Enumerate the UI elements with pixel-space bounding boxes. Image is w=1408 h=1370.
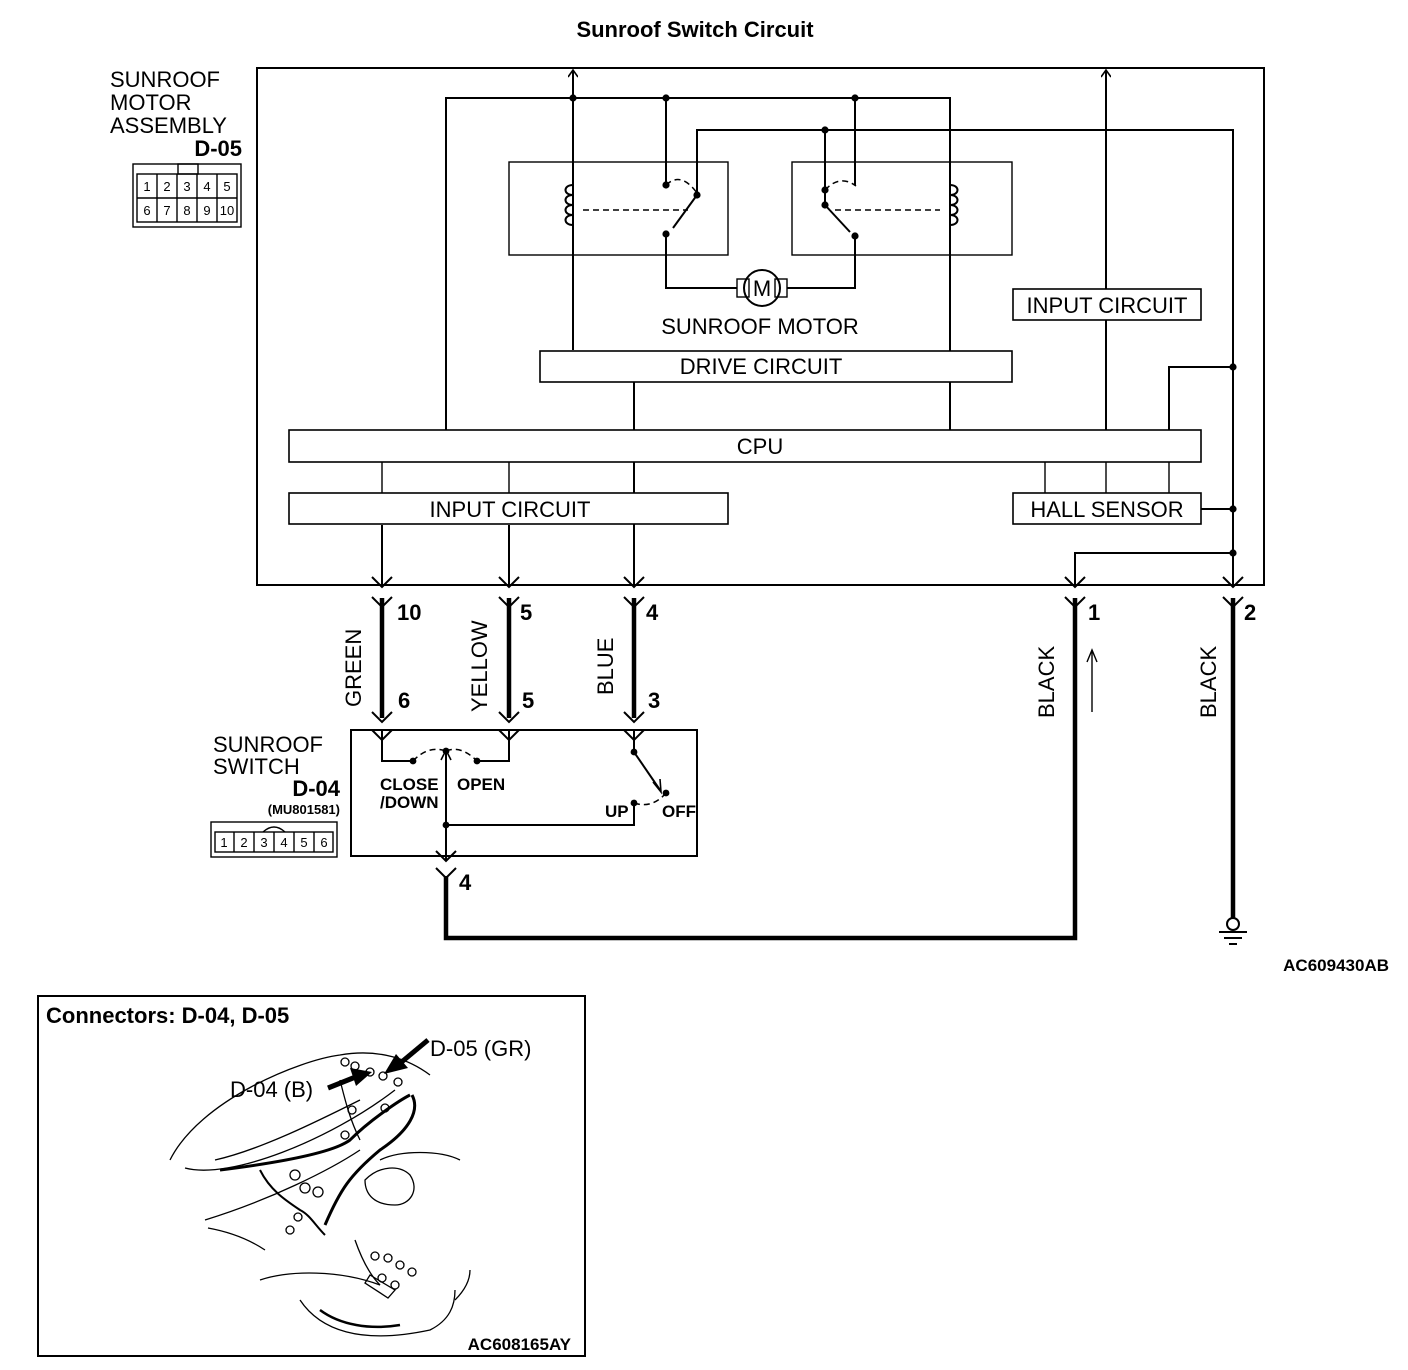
- d05-pin-3: 3: [183, 179, 190, 194]
- wire-color-black-1: BLACK: [1034, 646, 1059, 718]
- d04-pin-2: 2: [240, 835, 247, 850]
- left-relay: [508, 161, 729, 256]
- inset-label-d04: D-04 (B): [230, 1077, 313, 1102]
- hall-sensor-block: HALL SENSOR: [1012, 492, 1202, 525]
- ground-icon: [1219, 917, 1247, 945]
- switch-pin-6: 6: [398, 688, 410, 713]
- motor-assembly-label: SUNROOF MOTOR ASSEMBLY D-05: [110, 67, 242, 161]
- switch-pos-close: CLOSE: [380, 775, 439, 794]
- cpu-block: CPU: [288, 429, 1202, 463]
- d05-pin-9: 9: [203, 203, 210, 218]
- inset-label-d05: D-05 (GR): [430, 1036, 531, 1061]
- connector-location-inset: [37, 995, 586, 1357]
- d05-pin-5: 5: [223, 179, 230, 194]
- connector-d05-label: D-05: [194, 136, 242, 161]
- svg-text:SUNROOF: SUNROOF: [213, 732, 323, 757]
- junction-dots: [569, 94, 1237, 557]
- wire-color-green: GREEN: [341, 629, 366, 707]
- assembly-pin-yellow: 5: [520, 600, 532, 625]
- d04-pointer-arrow: [327, 1068, 372, 1091]
- assembly-pin-green: 10: [397, 600, 421, 625]
- d05-pin-2: 2: [163, 179, 170, 194]
- d05-pin-8: 8: [183, 203, 190, 218]
- d04-pin-1: 1: [220, 835, 227, 850]
- d04-pin-4: 4: [280, 835, 287, 850]
- motor-assembly-box: [256, 67, 1265, 586]
- input-circuit-left-block: INPUT CIRCUIT: [288, 492, 729, 525]
- sunroof-switch-label: SUNROOF SWITCH D-04 (MU801581): [213, 732, 341, 817]
- d05-pin-10: 10: [220, 203, 234, 218]
- assembly-pin-black-2: 2: [1244, 600, 1256, 625]
- input-circuit-right-block: INPUT CIRCUIT: [1012, 288, 1202, 321]
- svg-text:HALL SENSOR: HALL SENSOR: [1030, 497, 1183, 522]
- switch-pin-3: 3: [648, 688, 660, 713]
- switch-pos-off: OFF: [662, 802, 696, 821]
- switch-internal-wiring: [381, 730, 670, 861]
- motor-symbol: M: [753, 276, 771, 301]
- assembly-pin-blue: 4: [646, 600, 659, 625]
- wire-color-yellow: YELLOW: [467, 620, 492, 712]
- d05-pin-4: 4: [203, 179, 210, 194]
- connector-d04-label: D-04: [292, 776, 340, 801]
- connector-d05-face: 1 2 3 4 5 6 7 8 9 10: [132, 163, 242, 228]
- sunroof-motor-label: SUNROOF MOTOR: [661, 314, 859, 339]
- switch-part-number: (MU801581): [268, 802, 340, 817]
- harness-wires: [379, 598, 1236, 941]
- svg-text:CPU: CPU: [737, 434, 783, 459]
- d04-pin-5: 5: [300, 835, 307, 850]
- d05-pin-1: 1: [143, 179, 150, 194]
- d04-pin-3: 3: [260, 835, 267, 850]
- sunroof-switch-box: [350, 729, 698, 857]
- assembly-pin-black-1: 1: [1088, 600, 1100, 625]
- switch-pos-down: /DOWN: [380, 793, 439, 812]
- svg-text:MOTOR: MOTOR: [110, 90, 191, 115]
- svg-text:DRIVE CIRCUIT: DRIVE CIRCUIT: [680, 354, 843, 379]
- switch-pos-up: UP: [605, 802, 629, 821]
- d05-pin-7: 7: [163, 203, 170, 218]
- inset-title: Connectors: D-04, D-05: [46, 1003, 289, 1028]
- diagram-code: AC609430AB: [1283, 956, 1389, 975]
- switch-pos-open: OPEN: [457, 775, 505, 794]
- wire-color-black-2: BLACK: [1196, 646, 1221, 718]
- d04-pin-6: 6: [320, 835, 327, 850]
- connector-d04-face: 1 2 3 4 5 6: [210, 821, 338, 858]
- switch-pin-4: 4: [459, 870, 472, 895]
- svg-text:INPUT CIRCUIT: INPUT CIRCUIT: [1027, 293, 1188, 318]
- inset-code: AC608165AY: [468, 1335, 572, 1354]
- diagram-title: Sunroof Switch Circuit: [576, 17, 814, 42]
- current-direction-arrow: [1086, 648, 1098, 712]
- svg-text:SUNROOF: SUNROOF: [110, 67, 220, 92]
- svg-text:ASSEMBLY: ASSEMBLY: [110, 113, 227, 138]
- d05-pointer-arrow: [384, 1038, 430, 1074]
- wire-color-blue: BLUE: [593, 638, 618, 695]
- svg-text:SWITCH: SWITCH: [213, 754, 300, 779]
- drive-circuit-block: DRIVE CIRCUIT: [539, 350, 1013, 383]
- svg-text:INPUT CIRCUIT: INPUT CIRCUIT: [430, 497, 591, 522]
- d05-pin-6: 6: [143, 203, 150, 218]
- car-interior-illustration: [169, 1052, 471, 1337]
- switch-pin-5: 5: [522, 688, 534, 713]
- assembly-pin-markers: [371, 576, 1244, 609]
- sunroof-motor: M SUNROOF MOTOR: [661, 269, 859, 339]
